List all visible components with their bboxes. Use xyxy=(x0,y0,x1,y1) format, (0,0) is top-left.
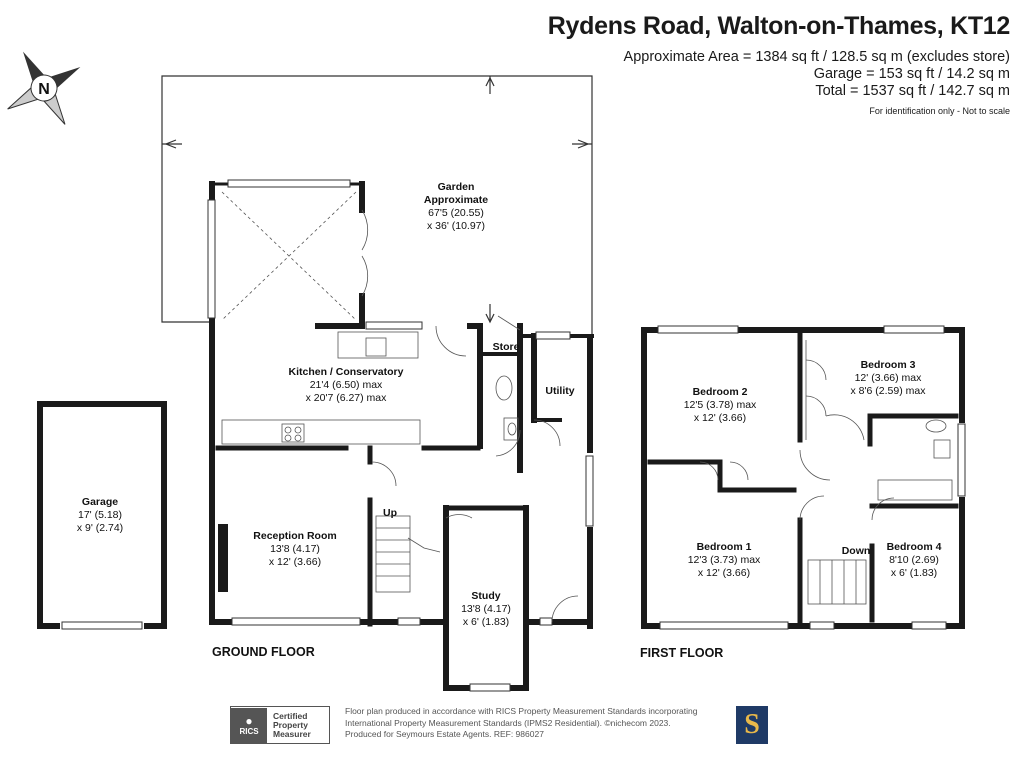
svg-text:x 9' (2.74): x 9' (2.74) xyxy=(77,522,123,534)
rics-logo: ● RICS xyxy=(231,707,267,743)
first-floor-windows xyxy=(657,325,966,630)
bedroom-4-label: Bedroom 4 8'10 (2.69) x 6' (1.83) xyxy=(887,541,942,579)
svg-text:Approximate: Approximate xyxy=(424,194,488,206)
compass-north-icon: N xyxy=(7,51,81,125)
svg-text:Bedroom 3: Bedroom 3 xyxy=(861,359,916,371)
rics-certified-text: Certified Property Measurer xyxy=(273,710,311,739)
svg-text:Store: Store xyxy=(493,341,520,353)
rics-certified-badge: ● RICS Certified Property Measurer xyxy=(230,706,330,744)
ground-floor-walls xyxy=(209,181,594,691)
first-floor-label: FIRST FLOOR xyxy=(640,646,723,660)
kitchen-label: Kitchen / Conservatory 21'4 (6.50) max x… xyxy=(289,366,404,404)
svg-text:x 12' (3.66): x 12' (3.66) xyxy=(698,567,750,579)
svg-text:x 6' (1.83): x 6' (1.83) xyxy=(891,567,937,579)
svg-text:Garage: Garage xyxy=(82,496,118,508)
svg-text:x 8'6 (2.59) max: x 8'6 (2.59) max xyxy=(851,385,927,397)
svg-text:Study: Study xyxy=(471,590,500,602)
svg-text:Bedroom 1: Bedroom 1 xyxy=(697,541,752,553)
bedroom-3-label: Bedroom 3 12' (3.66) max x 8'6 (2.59) ma… xyxy=(851,359,927,397)
garage-walls xyxy=(37,401,167,629)
svg-text:21'4 (6.50) max: 21'4 (6.50) max xyxy=(310,379,383,391)
svg-text:Reception Room: Reception Room xyxy=(253,530,336,542)
first-floor-details xyxy=(699,340,953,605)
page-title: Rydens Road, Walton-on-Thames, KT12 xyxy=(547,12,1011,40)
seymours-logo: S xyxy=(736,706,768,744)
header: Rydens Road, Walton-on-Thames, KT12 Appr… xyxy=(547,12,1011,116)
svg-text:x 20'7 (6.27) max: x 20'7 (6.27) max xyxy=(306,392,388,404)
svg-text:13'8 (4.17): 13'8 (4.17) xyxy=(270,543,320,555)
svg-text:8'10 (2.69): 8'10 (2.69) xyxy=(889,554,939,566)
svg-text:Utility: Utility xyxy=(545,385,574,397)
bedroom-2-label: Bedroom 2 12'5 (3.78) max x 12' (3.66) xyxy=(684,386,757,424)
svg-text:17' (5.18): 17' (5.18) xyxy=(78,509,122,521)
svg-text:x 6' (1.83): x 6' (1.83) xyxy=(463,616,509,628)
svg-text:x 12' (3.66): x 12' (3.66) xyxy=(269,556,321,568)
ground-floor-windows xyxy=(207,179,594,692)
study-label: Study 13'8 (4.17) x 6' (1.83) xyxy=(461,590,511,628)
garage-area-text: Garage = 153 sq ft / 14.2 sq m xyxy=(813,66,1010,82)
garden-outline xyxy=(161,75,593,340)
store-label: Store xyxy=(493,341,520,353)
svg-text:Bedroom 4: Bedroom 4 xyxy=(887,541,942,553)
ground-floor-label: GROUND FLOOR xyxy=(212,645,315,659)
svg-text:Bedroom 2: Bedroom 2 xyxy=(693,386,748,398)
approximate-area-text: Approximate Area = 1384 sq ft / 128.5 sq… xyxy=(623,49,1010,65)
footer-line: Floor plan produced in accordance with R… xyxy=(345,706,698,716)
svg-text:12'5 (3.78) max: 12'5 (3.78) max xyxy=(684,399,757,411)
svg-text:Kitchen / Conservatory: Kitchen / Conservatory xyxy=(289,366,404,378)
svg-text:x 12' (3.66): x 12' (3.66) xyxy=(694,412,746,424)
svg-text:Garden: Garden xyxy=(438,181,475,193)
garage-label: Garage 17' (5.18) x 9' (2.74) xyxy=(77,496,123,534)
ground-floor-details xyxy=(221,191,579,623)
garage-door xyxy=(61,621,143,630)
stairs-down-label: Down xyxy=(842,545,871,557)
reception-fireplace xyxy=(218,524,228,592)
svg-text:x 36' (10.97): x 36' (10.97) xyxy=(427,220,485,232)
svg-text:12'3 (3.73) max: 12'3 (3.73) max xyxy=(688,554,761,566)
total-area-text: Total = 1537 sq ft / 142.7 sq m xyxy=(815,83,1010,99)
compass-letter: N xyxy=(38,81,50,98)
utility-label: Utility xyxy=(545,385,574,397)
stairs-up-label: Up xyxy=(383,507,397,519)
svg-text:13'8 (4.17): 13'8 (4.17) xyxy=(461,603,511,615)
garden-label: Garden Approximate 67'5 (20.55) x 36' (1… xyxy=(424,181,488,232)
reception-room-label: Reception Room 13'8 (4.17) x 12' (3.66) xyxy=(253,530,336,568)
footer-line: International Property Measurement Stand… xyxy=(345,717,671,728)
svg-text:67'5 (20.55): 67'5 (20.55) xyxy=(428,207,484,219)
svg-text:12' (3.66) max: 12' (3.66) max xyxy=(855,372,923,384)
disclaimer-text: For identification only - Not to scale xyxy=(869,106,1010,116)
footer-note: Floor plan produced in accordance with R… xyxy=(345,706,697,741)
footer-line: Produced for Seymours Estate Agents. REF… xyxy=(345,729,544,739)
bedroom-1-label: Bedroom 1 12'3 (3.73) max x 12' (3.66) xyxy=(688,541,761,579)
